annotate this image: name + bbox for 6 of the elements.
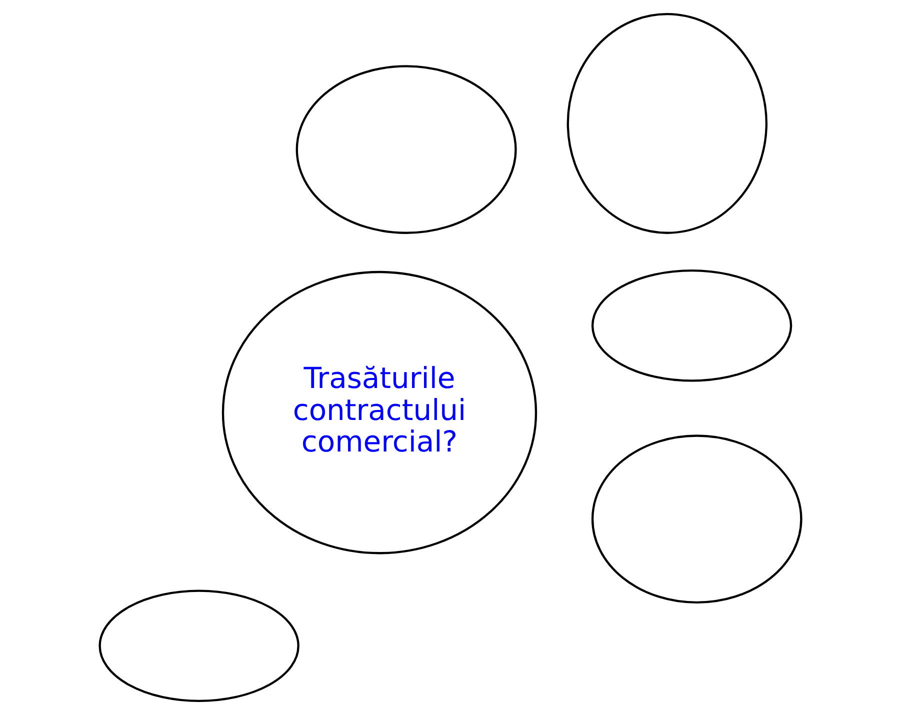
node-ellipse [296,65,517,234]
node-ellipse: Trasăturile contractului comercial? [222,270,538,554]
node-ellipse [591,434,802,604]
node-ellipse [98,590,300,702]
node-ellipse [566,12,768,234]
node-ellipse [591,269,792,382]
